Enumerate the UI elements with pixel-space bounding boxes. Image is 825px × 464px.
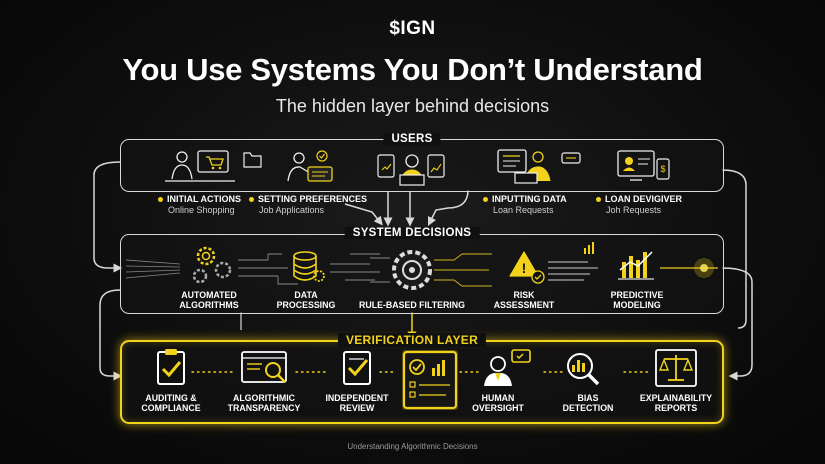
scales-icon [655,349,697,387]
data-input-user-icon [497,149,551,184]
folder-icon [243,152,262,168]
user-step-inputting-data: INPUTTING DATA Loan Requests [483,194,567,216]
verification-bias-detection: BIAS DETECTION [562,393,614,413]
preferences-user-icon [287,150,333,182]
brand-logo: $IGN [389,18,436,39]
central-gear-icon [392,250,432,290]
job-request-monitor-icon: $ [617,150,670,181]
user-step-loan-devigiver: LOAN DEVIGIVER Joh Requests [596,194,682,216]
human-oversight-icon [484,349,531,386]
verification-independent-review: INDEPENDENT REVIEW [325,393,389,413]
users-illustrations: $ [165,149,670,186]
svg-text:!: ! [522,260,527,276]
bar-chart-mini-icon [584,242,594,254]
verification-section-label: VERIFICATION LAYER [337,333,487,347]
chat-bubble-icon [561,152,581,164]
bullet-icon [596,197,601,203]
review-document-icon [343,351,371,385]
verification-illustrations [157,349,697,410]
clipboard-check-icon [157,349,185,385]
system-section-label: SYSTEM DECISIONS [344,227,480,239]
system-rule-based-filtering: RULE-BASED FILTERING [359,300,465,310]
verification-explainability-reports: EXPLAINABILITY REPORTS [639,393,713,413]
bullet-icon [158,197,163,203]
cog-icon [313,270,325,282]
gears-icon [192,246,232,284]
system-risk-assessment: RISK ASSESSMENT [493,290,555,310]
footer-caption: Understanding Algorithmic Decisions [347,442,478,451]
warning-icon: ! [509,251,545,284]
bullet-icon [249,197,254,203]
verification-dashboard-icon [402,350,458,410]
predictive-chart-icon [618,251,654,280]
user-step-setting-preferences: SETTING PREFERENCES Job Applications [249,194,367,216]
bullet-icon [483,197,488,203]
svg-text:$: $ [660,164,665,174]
users-section-label: USERS [383,133,441,145]
user-step-initial-actions: INITIAL ACTIONS Online Shopping [158,194,241,216]
system-illustrations: ! [125,242,718,290]
database-icon [293,251,317,281]
transparency-window-icon [241,351,287,383]
system-predictive-modeling: PREDICTIVE MODELING [610,290,664,310]
page-subtitle: The hidden layer behind decisions [275,96,550,116]
laptop-user-icon [377,154,445,186]
system-automated-algorithms: AUTOMATED ALGORITHMS [179,290,239,310]
system-data-processing: DATA PROCESSING [276,290,336,310]
verification-human-oversight: HUMAN OVERSIGHT [472,393,524,413]
bias-detection-icon [567,353,600,386]
shopping-user-icon [165,150,235,182]
verification-auditing-compliance: AUDITING & COMPLIANCE [141,393,201,413]
page-title: You Use Systems You Don’t Understand [122,52,703,87]
verification-algorithmic-transparency: ALGORITHMIC TRANSPARENCY [227,393,301,413]
